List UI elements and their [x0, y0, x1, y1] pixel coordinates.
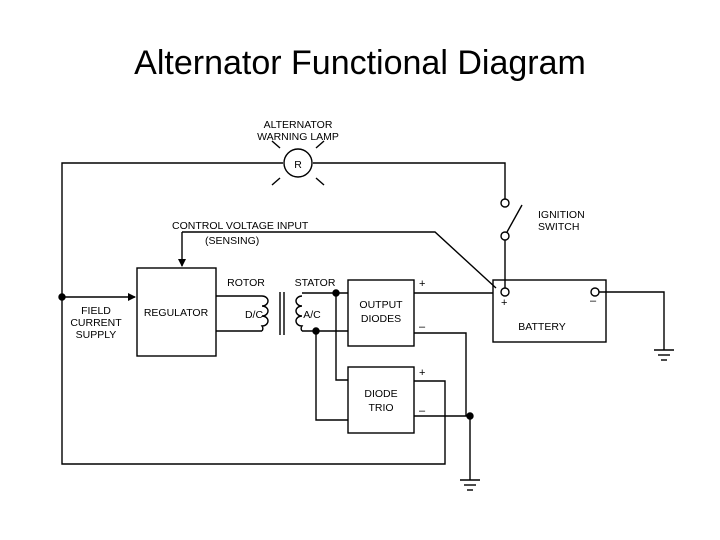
battery-minus: –	[590, 295, 597, 307]
rotor-wires	[216, 295, 262, 332]
ignition-switch-icon	[500, 198, 523, 291]
diode-trio-box	[347, 366, 415, 434]
trio-feed-1	[335, 293, 348, 381]
output-plus: +	[419, 278, 425, 290]
regulator-box	[136, 267, 217, 357]
battery-box	[492, 279, 607, 343]
dc-label: D/C	[245, 309, 264, 321]
battery-ground-wire	[599, 291, 665, 350]
control-label-line2: (SENSING)	[205, 235, 259, 247]
rotor-coil	[260, 295, 269, 332]
ignition-label-line1: IGNITION	[538, 209, 585, 221]
trio-feed-2	[315, 331, 348, 421]
trio-label-line2: TRIO	[368, 402, 393, 414]
trio-plus: +	[419, 367, 425, 379]
output-diodes-box	[347, 279, 415, 347]
control-label-line1: CONTROL VOLTAGE INPUT	[172, 220, 309, 232]
battery-positive-terminal	[500, 287, 510, 297]
trio-label-line1: DIODE	[364, 388, 397, 400]
stator-label: STATOR	[295, 277, 336, 289]
rotor-label: ROTOR	[227, 277, 265, 289]
battery-label: BATTERY	[518, 321, 565, 333]
lamp-symbol: R	[294, 159, 302, 171]
battery-plus: +	[501, 297, 507, 309]
stator-coil	[295, 295, 304, 332]
sensing-wire	[182, 231, 497, 289]
ac-label: A/C	[303, 309, 321, 321]
lamp-label-line2: WARNING LAMP	[257, 131, 339, 143]
field-label-line1: FIELD	[81, 305, 111, 317]
top-wire	[61, 162, 506, 297]
page-title: Alternator Functional Diagram	[134, 44, 586, 82]
trio-minus: –	[419, 405, 426, 417]
output-label-line1: OUTPUT	[359, 299, 403, 311]
regulator-label: REGULATOR	[144, 307, 209, 319]
warning-lamp-icon	[271, 140, 325, 186]
trio-positive-wire	[61, 297, 446, 465]
output-negative-wire	[414, 332, 467, 416]
lamp-label-line1: ALTERNATOR	[264, 119, 333, 131]
output-label-line2: DIODES	[361, 313, 401, 325]
field-label-line2: CURRENT	[70, 317, 122, 329]
output-minus: –	[419, 321, 426, 333]
ground-icon-center	[460, 479, 480, 491]
field-label-line3: SUPPLY	[76, 329, 117, 341]
ground-icon-battery	[654, 349, 674, 361]
ignition-label-line2: SWITCH	[538, 221, 579, 233]
